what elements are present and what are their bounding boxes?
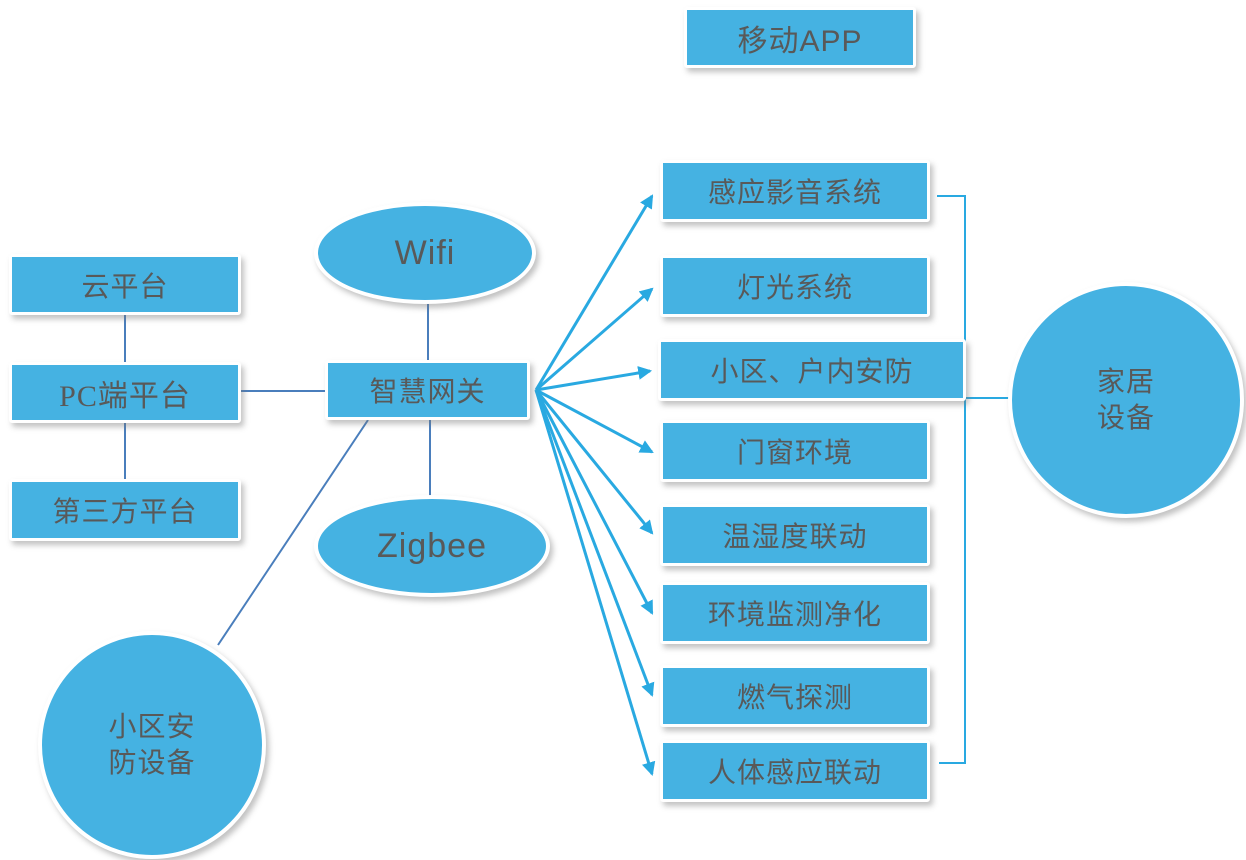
node-subsystem-av-sensing: 感应影音系统 xyxy=(660,160,930,222)
subsystem-label: 门窗环境 xyxy=(736,437,853,468)
subsystems-bracket xyxy=(937,195,1010,764)
node-smart-gateway: 智慧网关 xyxy=(325,360,530,420)
subsystem-label: 感应影音系统 xyxy=(707,177,882,208)
platform-connectors xyxy=(124,304,431,646)
node-cloud-platform: 云平台 xyxy=(9,254,241,315)
subsystem-label: 人体感应联动 xyxy=(707,757,882,788)
node-third-party-platform: 第三方平台 xyxy=(9,479,241,541)
node-subsystem-temp-humidity: 温湿度联动 xyxy=(660,504,930,566)
node-zigbee: Zigbee xyxy=(314,495,550,597)
gateway-arrow-fan xyxy=(534,194,656,776)
node-mobile-app: 移动APP xyxy=(684,7,916,68)
node-community-security-device: 小区安 防设备 xyxy=(38,631,266,859)
node-subsystem-env-purify: 环境监测净化 xyxy=(660,582,930,644)
node-home-devices: 家居 设备 xyxy=(1008,282,1244,518)
node-community-security-line2: 防设备 xyxy=(108,747,196,778)
node-home-devices-line2: 设备 xyxy=(1096,402,1155,433)
node-zigbee-label: Zigbee xyxy=(377,526,487,565)
node-wifi: Wifi xyxy=(314,202,536,304)
node-mobile-app-label: 移动APP xyxy=(737,24,863,58)
node-cloud-platform-label: 云平台 xyxy=(81,270,169,302)
node-subsystem-door-window: 门窗环境 xyxy=(660,420,930,482)
node-smart-gateway-label: 智慧网关 xyxy=(369,376,486,407)
subsystem-label: 小区、户内安防 xyxy=(710,356,914,387)
subsystem-label: 燃气探测 xyxy=(736,682,853,713)
subsystem-label: 灯光系统 xyxy=(736,272,853,303)
subsystem-label: 环境监测净化 xyxy=(707,599,882,630)
node-wifi-label: Wifi xyxy=(394,233,456,272)
node-home-devices-line1: 家居 xyxy=(1096,365,1155,397)
node-subsystem-security: 小区、户内安防 xyxy=(658,339,966,401)
node-subsystem-lighting: 灯光系统 xyxy=(660,255,930,317)
node-pc-platform: PC端平台 xyxy=(9,362,241,423)
node-third-party-platform-label: 第三方平台 xyxy=(52,497,198,528)
subsystem-label: 温湿度联动 xyxy=(722,521,868,552)
node-subsystem-gas-detect: 燃气探测 xyxy=(660,665,930,727)
node-community-security-line1: 小区安 xyxy=(108,710,196,742)
node-subsystem-body-sensing: 人体感应联动 xyxy=(660,740,930,802)
node-pc-platform-label: PC端平台 xyxy=(59,379,191,413)
